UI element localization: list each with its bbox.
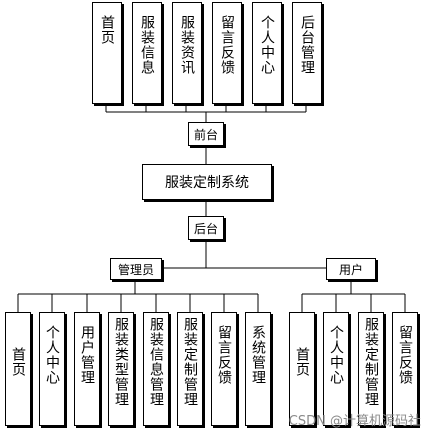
module-clothing-news: 服装资讯 xyxy=(172,2,202,104)
admin-module-system-management-label: 系统管理 xyxy=(250,325,266,385)
user-module-clothing-custom-management-label: 服装定制管理 xyxy=(363,317,379,407)
watermark: CSDN @计算机源码社 xyxy=(288,414,421,429)
admin-module-personal-center: 个人中心 xyxy=(39,312,65,426)
admin-node: 管理员 xyxy=(110,258,162,280)
backend-label: 后台 xyxy=(193,221,218,236)
system-title-node: 服装定制系统 xyxy=(142,164,272,200)
admin-module-user-management: 用户管理 xyxy=(74,312,100,426)
frontend-node: 前台 xyxy=(188,122,224,146)
admin-module-personal-center-label: 个人中心 xyxy=(44,325,60,385)
module-home: 首页 xyxy=(92,2,122,104)
user-module-personal-center: 个人中心 xyxy=(323,312,349,426)
user-module-clothing-custom-management: 服装定制管理 xyxy=(358,312,384,426)
module-home-label: 首页 xyxy=(99,15,115,45)
user-node: 用户 xyxy=(326,258,376,280)
admin-module-clothing-type-management-label: 服装类型管理 xyxy=(113,317,129,407)
module-clothing-news-label: 服装资讯 xyxy=(179,15,195,75)
admin-module-clothing-info-management-label: 服装信息管理 xyxy=(148,317,164,407)
module-feedback-label: 留言反馈 xyxy=(219,15,235,75)
frontend-label: 前台 xyxy=(193,127,218,142)
backend-node: 后台 xyxy=(188,216,224,240)
user-module-home-label: 首页 xyxy=(294,347,310,377)
admin-module-home-label: 首页 xyxy=(10,347,26,377)
admin-module-clothing-custom-management: 服装定制管理 xyxy=(177,312,203,426)
admin-module-clothing-custom-management-label: 服装定制管理 xyxy=(182,317,198,407)
admin-module-feedback: 留言反馈 xyxy=(211,312,237,426)
user-label: 用户 xyxy=(338,262,363,277)
admin-module-home: 首页 xyxy=(5,312,31,426)
module-backend-admin-label: 后台管理 xyxy=(299,15,315,75)
module-personal-center: 个人中心 xyxy=(252,2,282,104)
admin-module-user-management-label: 用户管理 xyxy=(79,325,95,385)
admin-module-clothing-type-management: 服装类型管理 xyxy=(108,312,134,426)
system-title: 服装定制系统 xyxy=(165,175,249,191)
admin-label: 管理员 xyxy=(117,262,154,277)
admin-module-clothing-info-management: 服装信息管理 xyxy=(143,312,169,426)
module-feedback: 留言反馈 xyxy=(212,2,242,104)
user-module-home: 首页 xyxy=(289,312,315,426)
module-clothing-info-label: 服装信息 xyxy=(139,15,155,75)
admin-module-feedback-label: 留言反馈 xyxy=(216,325,232,385)
admin-module-system-management: 系统管理 xyxy=(245,312,271,426)
user-module-feedback-label: 留言反馈 xyxy=(397,325,413,385)
module-backend-admin: 后台管理 xyxy=(292,2,322,104)
user-module-feedback: 留言反馈 xyxy=(392,312,418,426)
module-personal-center-label: 个人中心 xyxy=(259,15,275,75)
module-clothing-info: 服装信息 xyxy=(132,2,162,104)
user-module-personal-center-label: 个人中心 xyxy=(328,325,344,385)
